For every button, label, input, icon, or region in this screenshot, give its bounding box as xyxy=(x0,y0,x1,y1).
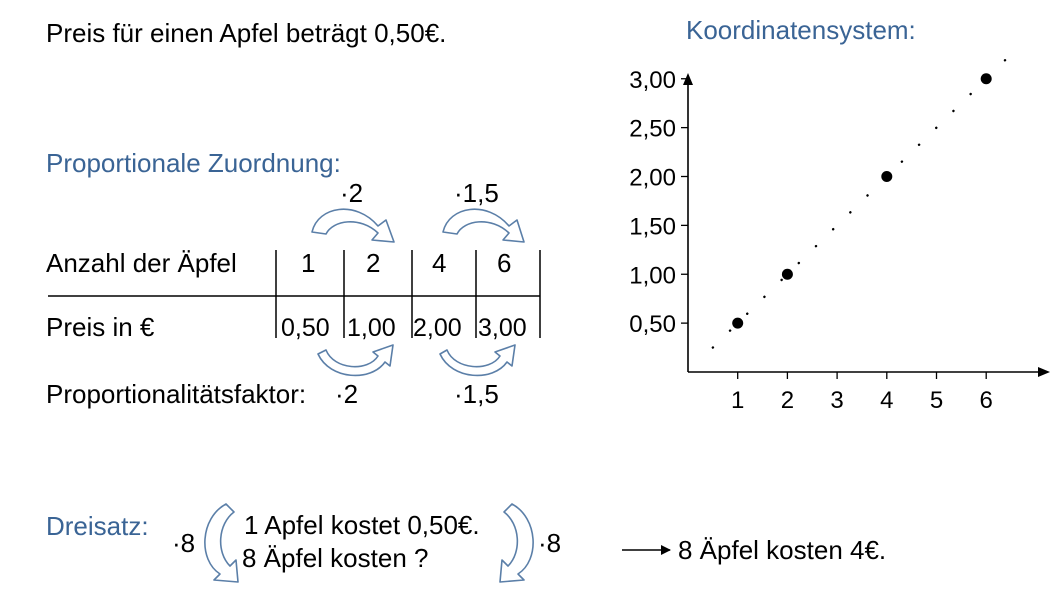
y-tick-label: 3,00 xyxy=(629,67,676,94)
top-factor-double: ·2 xyxy=(340,178,364,208)
y-tick-label: 0,50 xyxy=(629,311,676,338)
curved-arrow-icon xyxy=(204,503,239,583)
price-value: 0,50 xyxy=(281,314,330,342)
x-tick-label: 3 xyxy=(830,387,843,414)
y-tick-label: 2,50 xyxy=(629,116,676,143)
curved-arrow-icon xyxy=(311,208,395,243)
dreisatz-result: 8 Äpfel kosten 4€. xyxy=(678,535,887,565)
apples-value: 2 xyxy=(366,248,381,278)
y-tick-label: 1,50 xyxy=(629,213,676,240)
data-point xyxy=(732,317,744,329)
dreisatz-heading: Dreisatz: xyxy=(46,511,149,541)
data-point xyxy=(980,73,992,85)
x-tick-label: 4 xyxy=(880,387,893,414)
proportional-dotted-line xyxy=(711,53,1013,349)
price-sentence: Preis für einen Apfel beträgt 0,50€. xyxy=(46,18,447,48)
row-label-apples: Anzahl der Äpfel xyxy=(46,248,237,278)
factor-arrows xyxy=(311,208,525,377)
apples-value: 6 xyxy=(497,248,512,278)
proportional-table xyxy=(48,250,541,338)
curved-arrow-icon xyxy=(439,344,516,377)
dreisatz-arrows xyxy=(204,503,534,583)
row-label-price: Preis in € xyxy=(46,312,155,342)
proportional-heading: Proportionale Zuordnung: xyxy=(46,148,341,178)
data-point xyxy=(881,171,893,182)
x-axis-arrow-icon xyxy=(1038,367,1050,377)
curved-arrow-icon xyxy=(499,503,534,583)
apples-value: 1 xyxy=(301,248,316,278)
price-value: 3,00 xyxy=(478,314,527,342)
factor-label: Proportionalitätsfaktor: xyxy=(46,379,307,409)
dreisatz-line-one: 1 Apfel kostet 0,50€. xyxy=(244,510,480,540)
coordinate-chart: 1 2 3 4 5 6 0,50 1,00 1,50 2,00 2,50 3,00 xyxy=(629,53,1050,414)
curved-arrow-icon xyxy=(317,344,394,377)
x-tick-label: 2 xyxy=(781,387,794,414)
dreisatz-right-factor: ·8 xyxy=(538,528,562,558)
x-tick-label: 1 xyxy=(731,387,744,414)
curved-arrow-icon xyxy=(442,208,525,243)
y-tick-label: 1,00 xyxy=(629,262,676,289)
data-point xyxy=(781,268,793,280)
dreisatz-line-two: 8 Äpfel kosten ? xyxy=(242,543,429,573)
chart-title: Koordinatensystem: xyxy=(686,15,916,45)
bottom-factor-double: ·2 xyxy=(335,379,359,409)
apples-value: 4 xyxy=(432,248,447,278)
y-tick-label: 2,00 xyxy=(629,165,676,192)
bottom-factor-one-point-five: ·1,5 xyxy=(454,379,499,409)
x-tick-label: 5 xyxy=(930,387,943,414)
x-tick-label: 6 xyxy=(980,387,993,414)
price-value: 2,00 xyxy=(413,314,462,342)
top-factor-one-point-five: ·1,5 xyxy=(454,178,499,208)
dreisatz-left-factor: ·8 xyxy=(172,528,196,558)
price-value: 1,00 xyxy=(347,314,396,342)
